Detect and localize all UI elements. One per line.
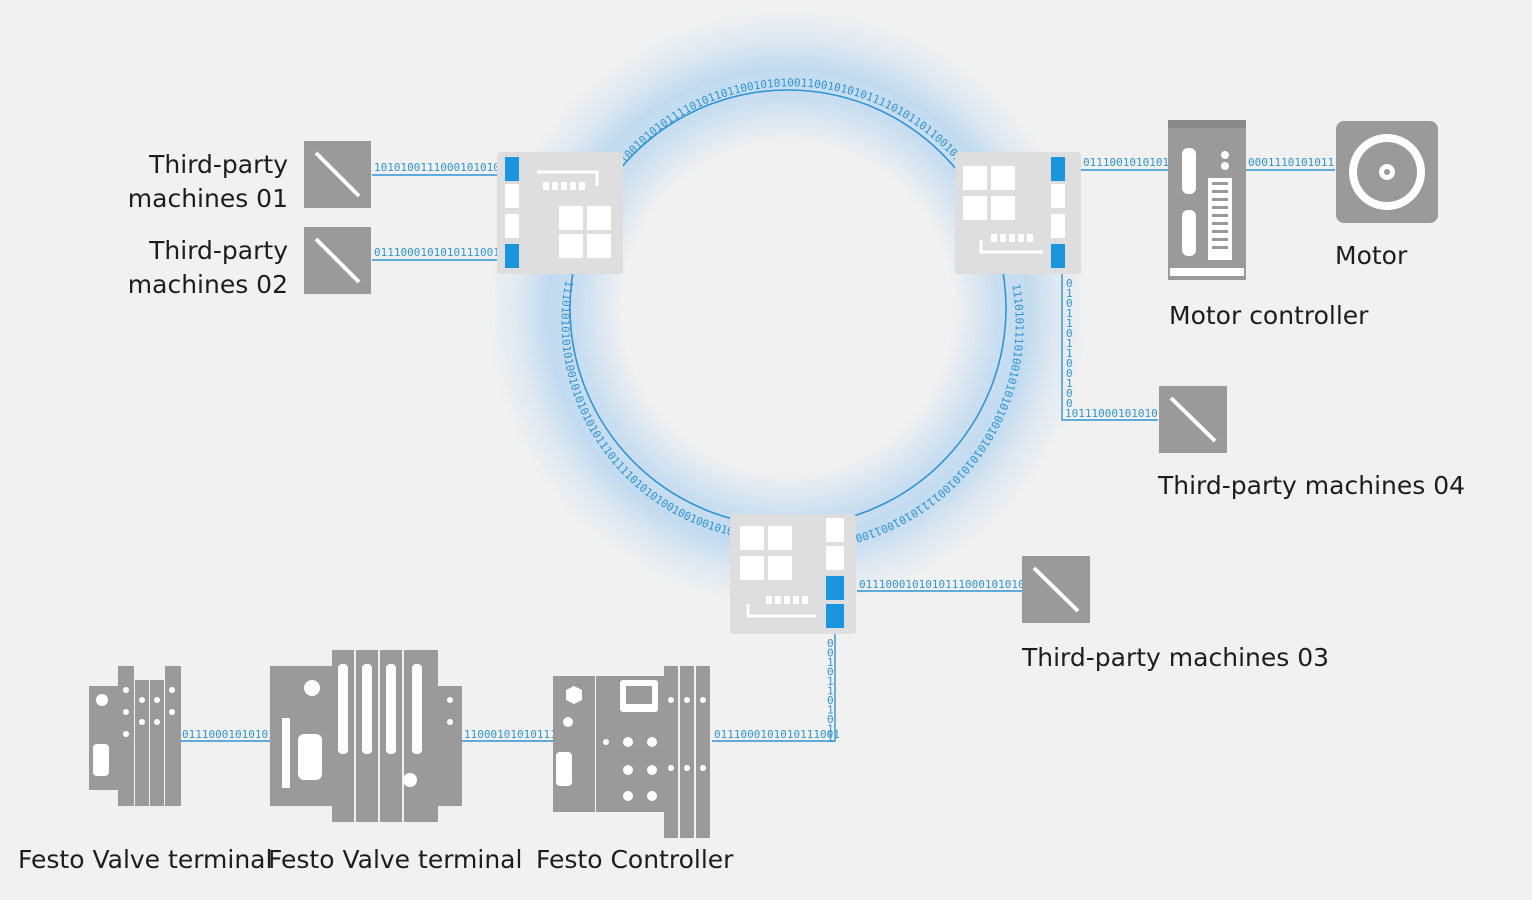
- switch-port-blue: [505, 157, 519, 181]
- connection-lines: [180, 169, 1335, 742]
- switch-port-blue: [1051, 157, 1065, 181]
- festo-valve-terminal-2-label: Festo Valve terminal: [268, 845, 523, 874]
- switch-port-blue: [826, 604, 844, 628]
- third-party-machines-03-label: Third-party machines 03: [1022, 643, 1330, 672]
- tp02-link-bits: 0111000101010111001: [374, 246, 500, 259]
- valve2-link-bits: 11000101010111: [464, 728, 557, 741]
- festo-valve-terminal-1-icon: [89, 666, 181, 806]
- motor-controller-label: Motor controller: [1169, 301, 1369, 330]
- tp03-link-bits: 0111000101010111000101010: [859, 578, 1025, 591]
- valve1-link-bits: 01110001010101: [182, 728, 275, 741]
- motor-icon: [1336, 121, 1438, 223]
- controller-to-motor-bits: 0001110101011: [1248, 156, 1334, 169]
- switch-port-blue: [1051, 244, 1065, 268]
- ethernet-switch-3: [730, 514, 856, 634]
- festo-valve-terminal-1-label: Festo Valve terminal: [18, 845, 273, 874]
- motor-label: Motor: [1335, 241, 1408, 270]
- third-party-machine-02-icon: [304, 227, 371, 294]
- switch-port-blue: [826, 576, 844, 600]
- ethernet-switch-1: [497, 152, 623, 274]
- third-party-machine-03-icon: [1022, 556, 1090, 623]
- festo-valve-terminal-2-icon: [270, 650, 462, 822]
- third-party-machines-04-label: Third-party machines 04: [1158, 471, 1466, 500]
- switch-port-blue: [505, 244, 519, 268]
- motor-controller-icon: [1168, 120, 1246, 280]
- sw2-to-controller-bits: 0111001010101: [1083, 156, 1169, 169]
- tp04-link-bits: 10111000101010: [1065, 407, 1158, 420]
- festo-controller-icon: [553, 666, 710, 838]
- ring-glow: [488, 8, 1088, 608]
- festo-controller-label: Festo Controller: [536, 845, 734, 874]
- tp01-link-bits: 1010100111000101010: [374, 161, 500, 174]
- ethernet-switch-2: [955, 152, 1081, 274]
- third-party-machine-04-icon: [1159, 386, 1227, 453]
- controller-link-bits: 0111000101010111001: [714, 728, 840, 741]
- third-party-machine-01-icon: [304, 141, 371, 208]
